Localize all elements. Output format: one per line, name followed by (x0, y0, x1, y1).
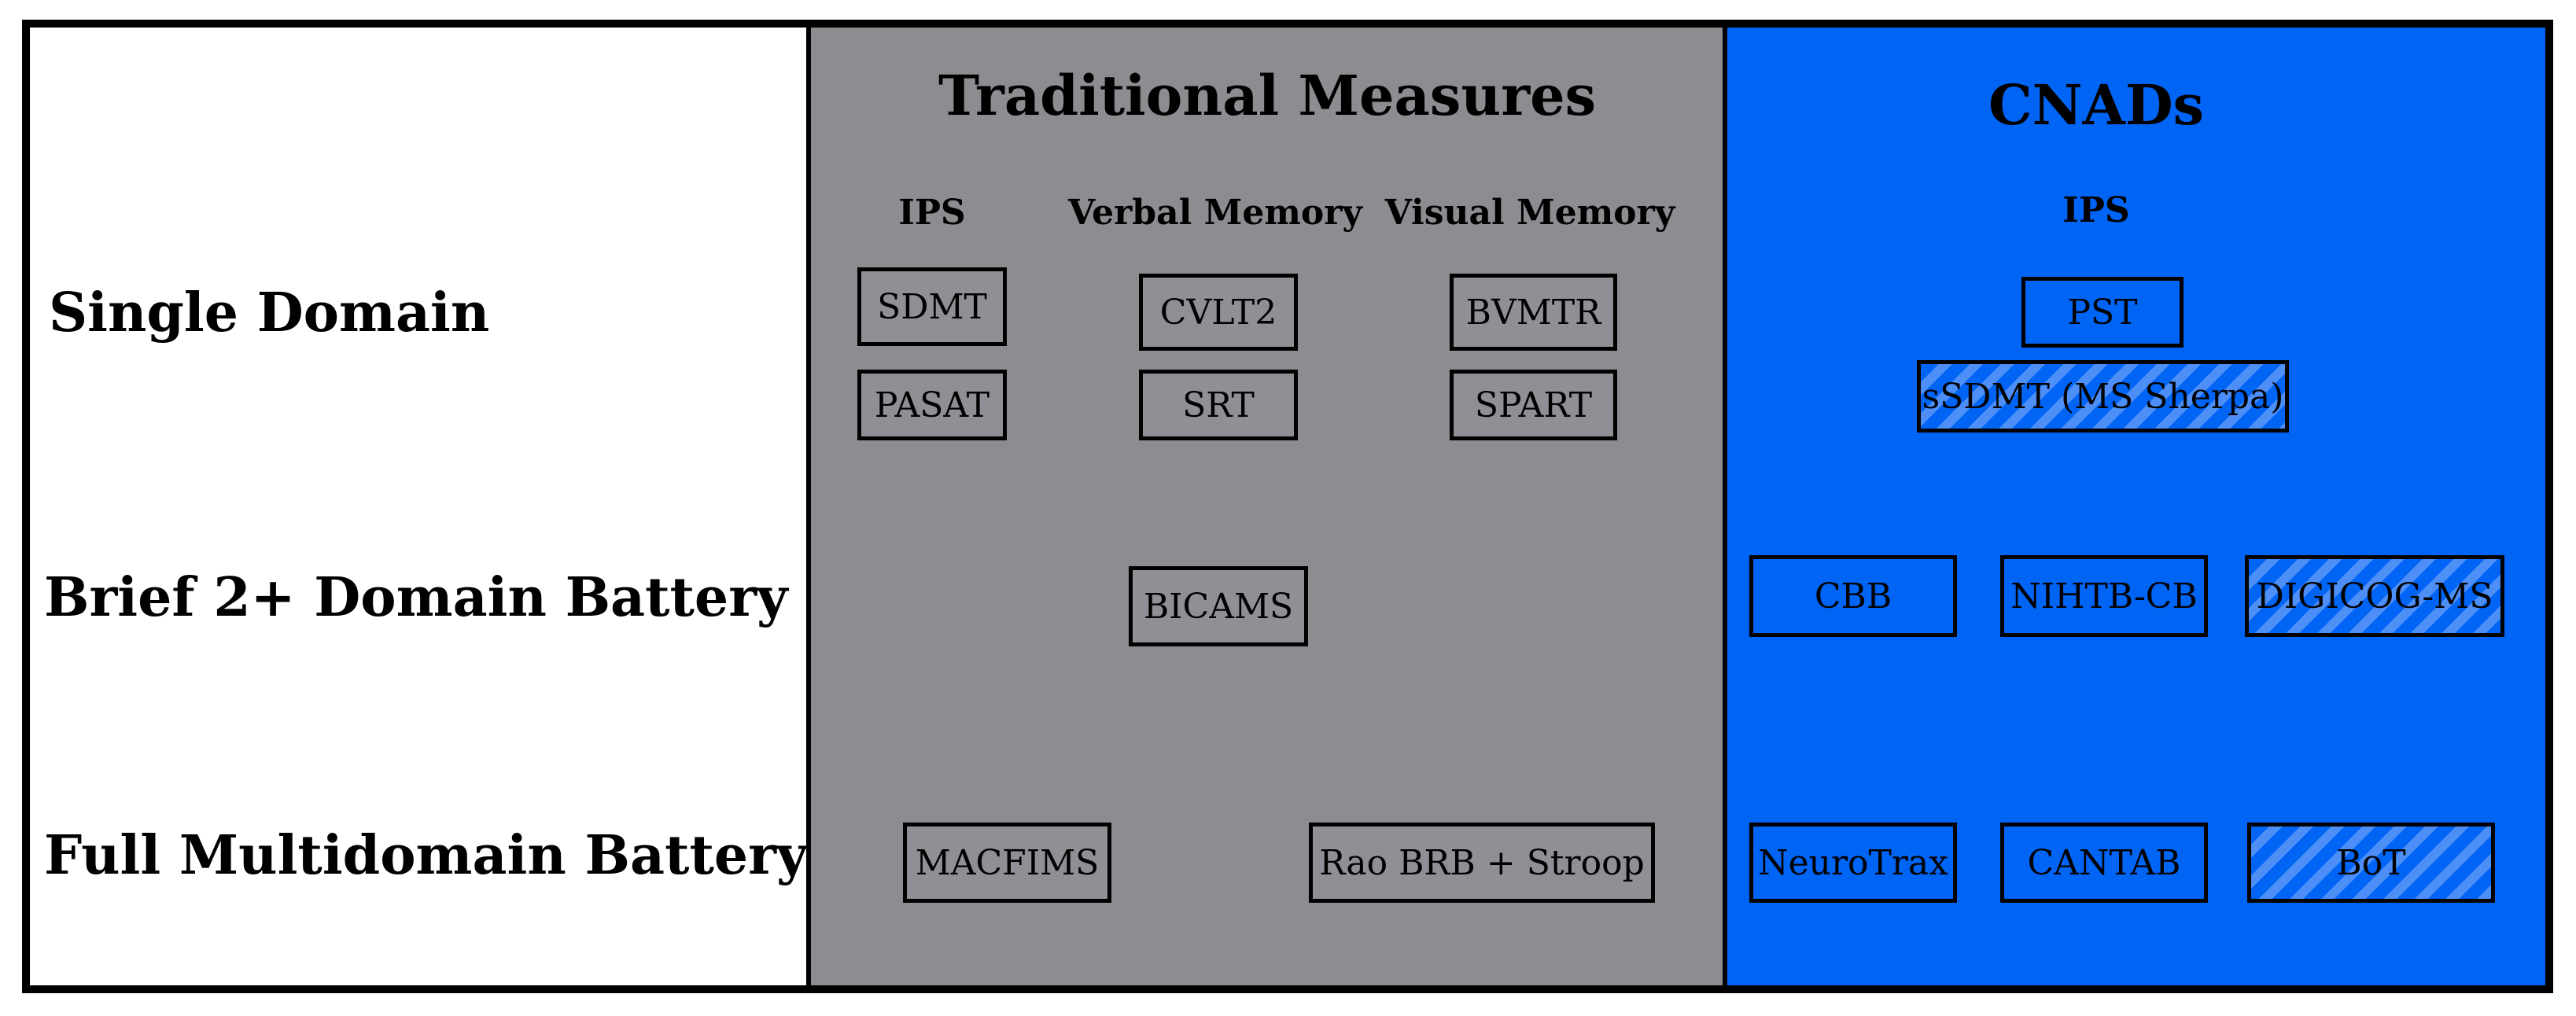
trad-header-ips: IPS (898, 193, 966, 233)
trad-header-visual-memory: Visual Memory (1384, 193, 1675, 233)
cnads-title: CNADs (1988, 72, 2205, 138)
box-macfims: MACFIMS (903, 823, 1111, 903)
box-digicog-ms: DIGICOG-MS (2245, 555, 2504, 637)
box-rao-brb-stroop: Rao BRB + Stroop (1309, 823, 1655, 903)
row-label-full-battery: Full Multidomain Battery (44, 824, 808, 887)
box-spart: SPART (1450, 370, 1617, 440)
box-pasat: PASAT (857, 370, 1007, 440)
trad-header-verbal-memory: Verbal Memory (1068, 193, 1362, 233)
box-bvmtr: BVMTR (1450, 274, 1617, 351)
row-label-brief-battery: Brief 2+ Domain Battery (44, 566, 788, 629)
box-ssdmt-ms-sherpa: sSDMT (MS Sherpa) (1917, 360, 2289, 433)
traditional-measures-title: Traditional Measures (938, 63, 1597, 128)
cnads-header-ips: IPS (2062, 190, 2130, 230)
box-nihtb-cb: NIHTB-CB (2000, 555, 2208, 637)
box-sdmt: SDMT (857, 267, 1007, 346)
box-neurotrax: NeuroTrax (1749, 823, 1957, 903)
box-pst: PST (2021, 277, 2184, 348)
box-bicams: BICAMS (1129, 566, 1308, 646)
box-bot: BoT (2247, 823, 2495, 903)
row-label-single-domain: Single Domain (49, 282, 490, 344)
box-cvlt2: CVLT2 (1139, 274, 1298, 351)
box-srt: SRT (1139, 370, 1298, 440)
box-cbb: CBB (1749, 555, 1957, 637)
box-cantab: CANTAB (2000, 823, 2208, 903)
